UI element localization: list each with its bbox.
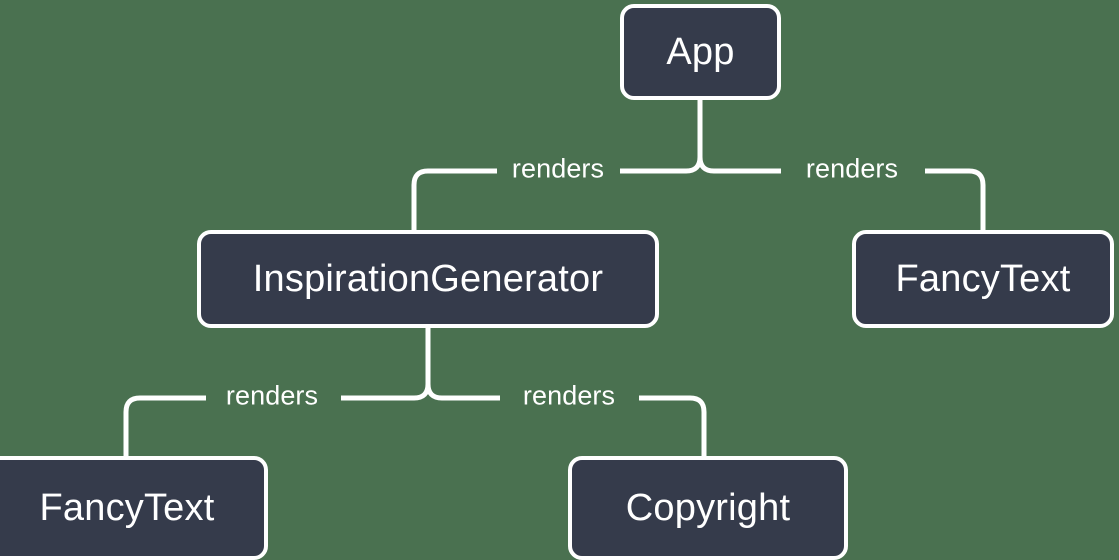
node-inspiration-generator[interactable]: InspirationGenerator: [197, 230, 659, 328]
edge-label-app-to-inspiration-generator: renders: [511, 153, 605, 184]
node-copyright-label: Copyright: [625, 487, 791, 529]
node-copyright[interactable]: Copyright: [568, 456, 848, 560]
edge-app-to-inspiration-left-b: [411, 168, 497, 230]
edge-inspiration-stub-right: [425, 383, 443, 401]
node-inspiration-generator-label: InspirationGenerator: [252, 258, 604, 300]
node-fancytext-right-label: FancyText: [895, 258, 1071, 300]
edge-label-inspiration-generator-to-fancytext: renders: [225, 380, 319, 411]
edge-app-to-fancytext-right-b: [925, 168, 986, 230]
edge-app-stub-right: [697, 156, 715, 174]
node-fancytext-bottom[interactable]: FancyText: [0, 456, 268, 560]
edge-inspiration-to-fancytext-b: [123, 395, 206, 456]
edge-label-app-to-fancytext-right: renders: [805, 153, 899, 184]
edge-inspiration-to-copyright-b: [639, 395, 707, 456]
node-app-label: App: [666, 31, 735, 73]
node-fancytext-right[interactable]: FancyText: [852, 230, 1114, 328]
node-app[interactable]: App: [620, 4, 781, 100]
node-fancytext-bottom-label: FancyText: [39, 487, 215, 529]
edge-label-inspiration-generator-to-copyright: renders: [522, 380, 616, 411]
